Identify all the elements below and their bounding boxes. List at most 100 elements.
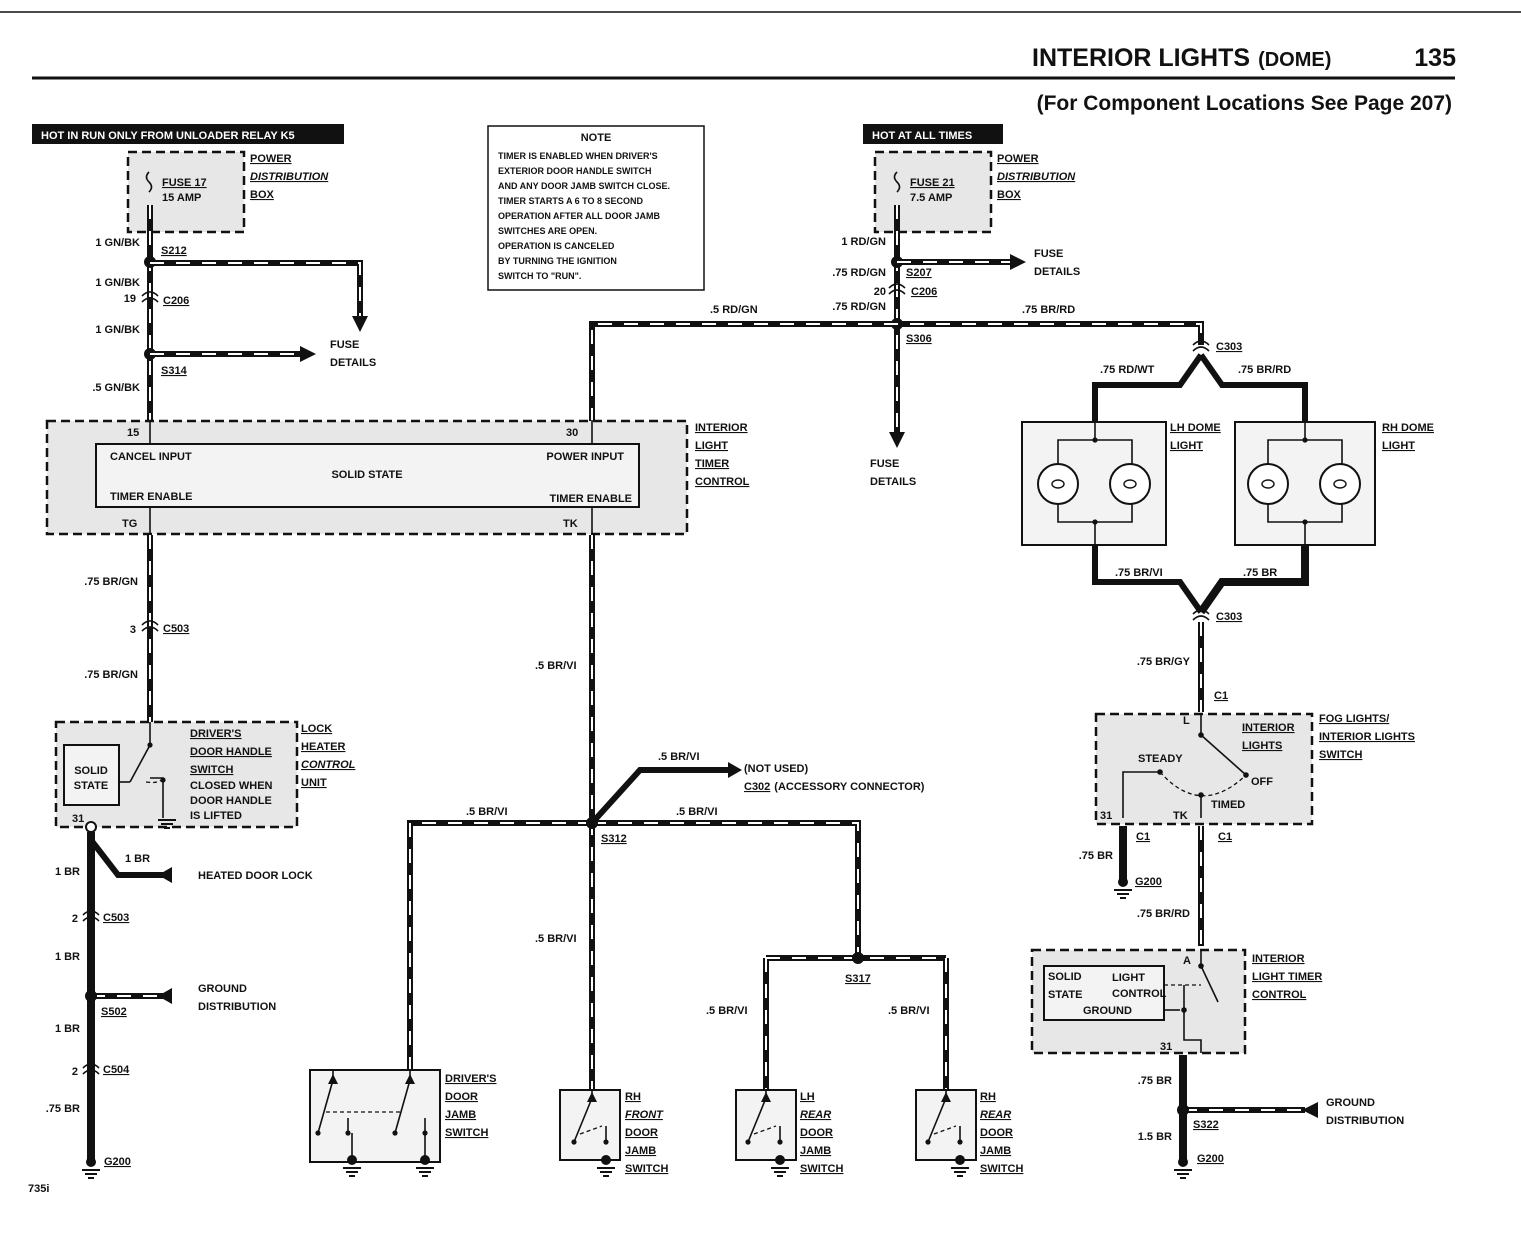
jamb-rhf-3: DOOR — [625, 1127, 658, 1139]
banner-left — [32, 124, 344, 144]
lock-name-3: CONTROL — [301, 759, 356, 771]
lock-switch-1: DRIVER'S — [190, 728, 242, 740]
svg-text:BY TURNING THE IGNITION: BY TURNING THE IGNITION — [498, 256, 617, 266]
page-title: INTERIOR LIGHTS(DOME) — [1032, 44, 1331, 72]
jamb-rhr-2: REAR — [980, 1109, 1011, 1121]
wire-label-brvi4: .5 BR/VI — [676, 806, 718, 818]
wire-s212-branch — [150, 260, 368, 332]
fog-pin-l: L — [1183, 715, 1190, 727]
ground-g200-icon-1 — [81, 1169, 101, 1179]
splice-s312 — [586, 817, 598, 829]
wire-label-brgn1: .75 BR/GN — [84, 576, 138, 588]
jamb-lhr-1: LH — [800, 1091, 815, 1103]
note-text: TIMER IS ENABLED WHEN DRIVER'S EXTERIOR … — [498, 151, 670, 281]
timer-enable-right: TIMER ENABLE — [550, 493, 633, 505]
svg-text:AND ANY DOOR JAMB SWITCH CLOSE: AND ANY DOOR JAMB SWITCH CLOSE. — [498, 181, 670, 191]
pdb-right-label-3: BOX — [997, 189, 1022, 201]
splice-s322 — [1177, 1104, 1189, 1116]
ground-dist-1a: GROUND — [198, 983, 247, 995]
lock-name-1: LOCK — [301, 723, 332, 735]
c504-pin: 2 — [72, 1066, 78, 1078]
jamb-drivers-2: DOOR — [445, 1091, 478, 1103]
wire-label-brvi1: .5 BR/VI — [535, 660, 577, 672]
lh-dome-light — [1021, 421, 1167, 546]
jamb-drivers-1: DRIVER'S — [445, 1073, 497, 1085]
timer-pin-tg: TG — [122, 518, 137, 530]
ground-g200-label-2: G200 — [1135, 876, 1162, 888]
timer-pin-30: 30 — [566, 427, 578, 439]
wire-timer2-ground — [1179, 1055, 1318, 1160]
timer2-pin-a: A — [1183, 955, 1191, 967]
wire-label-br1b: 1 BR — [125, 853, 150, 865]
c206a-pin: 19 — [124, 293, 136, 305]
lh-rear-door-jamb-switch — [735, 1089, 797, 1177]
timer2-solid-2: STATE — [1048, 989, 1082, 1001]
fog-name-2: INTERIOR LIGHTS — [1319, 731, 1415, 743]
ground-dist-2b: DISTRIBUTION — [1326, 1115, 1404, 1127]
ground-icon-rh-front-jamb — [596, 1167, 616, 1177]
c206b-pin: 20 — [874, 286, 886, 298]
svg-text:SWITCHES ARE OPEN.: SWITCHES ARE OPEN. — [498, 226, 597, 236]
wire-dome-feed — [1092, 353, 1308, 422]
splice-s317-label: S317 — [845, 973, 871, 985]
model-label: 735i — [28, 1183, 49, 1195]
not-used-label: (NOT USED) — [744, 763, 809, 775]
splice-s502 — [85, 990, 97, 1002]
fog-name-1: FOG LIGHTS/ — [1319, 713, 1389, 725]
timer2-pin-31: 31 — [1160, 1041, 1172, 1053]
ground-dist-2a: GROUND — [1326, 1097, 1375, 1109]
lock-switch-3: SWITCH — [190, 764, 233, 776]
pdb-right-label-1: POWER — [997, 153, 1039, 165]
ground-g200-icon-3 — [1173, 1169, 1193, 1179]
timer-enable-left: TIMER ENABLE — [110, 491, 193, 503]
connector-c504 — [82, 1063, 100, 1075]
ground-g200-icon-2 — [1113, 889, 1133, 899]
svg-text:EXTERIOR DOOR HANDLE SWITCH: EXTERIOR DOOR HANDLE SWITCH — [498, 166, 652, 176]
note-title: NOTE — [581, 132, 612, 144]
rh-dome-label-1: RH DOME — [1382, 422, 1434, 434]
wire-label-brgy: .75 BR/GY — [1137, 656, 1191, 668]
wire-fog-outputs — [1119, 826, 1204, 946]
wire-label-gnbk05: .5 GN/BK — [92, 382, 140, 394]
c1a-label: C1 — [1214, 690, 1228, 702]
c303a-label: C303 — [1216, 341, 1242, 353]
interior-light-timer-control-2 — [1030, 948, 1247, 1055]
wire-label-br-timer: .75 BR — [1138, 1075, 1172, 1087]
connector-c503-b — [82, 910, 100, 922]
wire-label-rdgn3: .75 RD/GN — [832, 301, 886, 313]
jamb-lhr-5: SWITCH — [800, 1163, 843, 1175]
ground-icon-rh-rear-jamb — [950, 1167, 970, 1177]
connector-c303-a — [1192, 340, 1210, 352]
ground-icon-drivers-jamb-1 — [342, 1167, 362, 1177]
fog-timed: TIMED — [1211, 799, 1245, 811]
fog-pin-31: 31 — [1100, 810, 1112, 822]
splice-s207-label: S207 — [906, 267, 932, 279]
timer-name-4: CONTROL — [695, 476, 750, 488]
wire-label-rdwt: .75 RD/WT — [1100, 364, 1155, 376]
wire-label-brrd2: .75 BR/RD — [1238, 364, 1291, 376]
splice-s322-label: S322 — [1193, 1119, 1219, 1131]
wire-label-br-c1: .75 BR — [1079, 850, 1113, 862]
wire-label-brvi2: .5 BR/VI — [658, 751, 700, 763]
rh-dome-label-2: LIGHT — [1382, 440, 1415, 452]
jamb-rhr-3: DOOR — [980, 1127, 1013, 1139]
note-box — [487, 125, 705, 291]
wire-dome-return — [1092, 545, 1309, 615]
jamb-rhf-4: JAMB — [625, 1145, 656, 1157]
splice-s212-label: S212 — [161, 245, 187, 257]
svg-text:OPERATION AFTER ALL DOOR JAMB: OPERATION AFTER ALL DOOR JAMB — [498, 211, 661, 221]
jamb-rhf-2: FRONT — [625, 1109, 664, 1121]
lh-dome-label-2: LIGHT — [1170, 440, 1203, 452]
lock-pin-31: 31 — [72, 813, 84, 825]
ground-dist-1b: DISTRIBUTION — [198, 1001, 276, 1013]
lock-name-4: UNIT — [301, 777, 327, 789]
heated-door-lock-label: HEATED DOOR LOCK — [198, 870, 313, 882]
timer2-name-2: LIGHT TIMER — [1252, 971, 1322, 983]
drivers-door-jamb-switch — [309, 1069, 441, 1177]
wire-label-rdgn2: .75 RD/GN — [832, 267, 886, 279]
timer-pin-tk: TK — [563, 518, 578, 530]
connector-c206-b — [888, 283, 906, 295]
wire-label-br-dome: .75 BR — [1243, 567, 1277, 579]
c206b-label: C206 — [911, 286, 937, 298]
c1c-label: C1 — [1218, 831, 1232, 843]
